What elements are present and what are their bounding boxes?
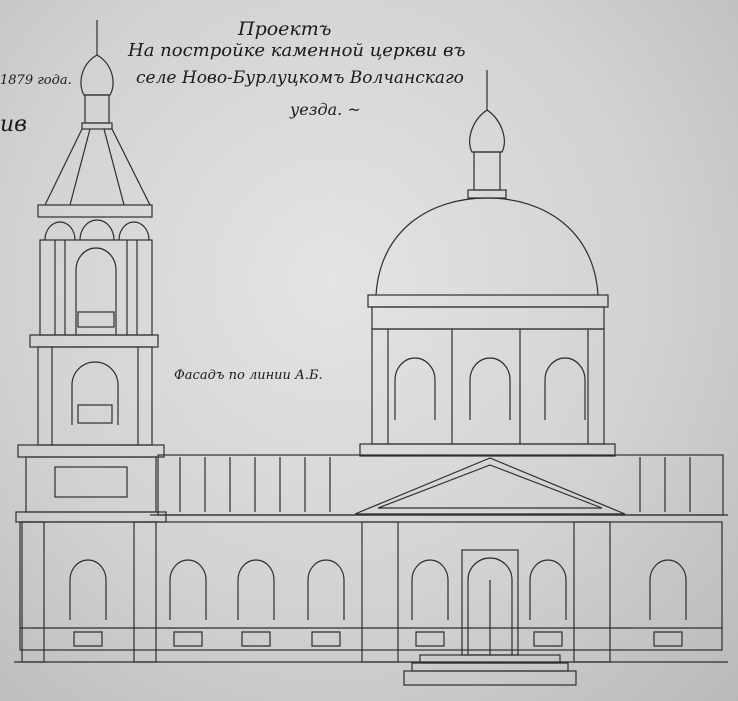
- title-line-3: селе Ново-Бурлуцкомъ Волчанскаго: [136, 68, 464, 88]
- pediment: [354, 457, 626, 515]
- title-line-4: уезда. ~: [290, 100, 361, 119]
- main-dome: [359, 70, 616, 457]
- walls: [14, 521, 728, 686]
- title-line-2: На постройке каменной церкви въ: [128, 40, 466, 61]
- main-roof: [150, 454, 728, 516]
- bell-tower: [15, 20, 167, 523]
- year-note: 1879 года.: [0, 73, 72, 88]
- title-line-1: Проектъ: [238, 18, 332, 40]
- facade-label: Фасадъ по линии А.Б.: [174, 368, 323, 383]
- signature-fragment: ив: [0, 112, 27, 137]
- windows: [69, 559, 687, 647]
